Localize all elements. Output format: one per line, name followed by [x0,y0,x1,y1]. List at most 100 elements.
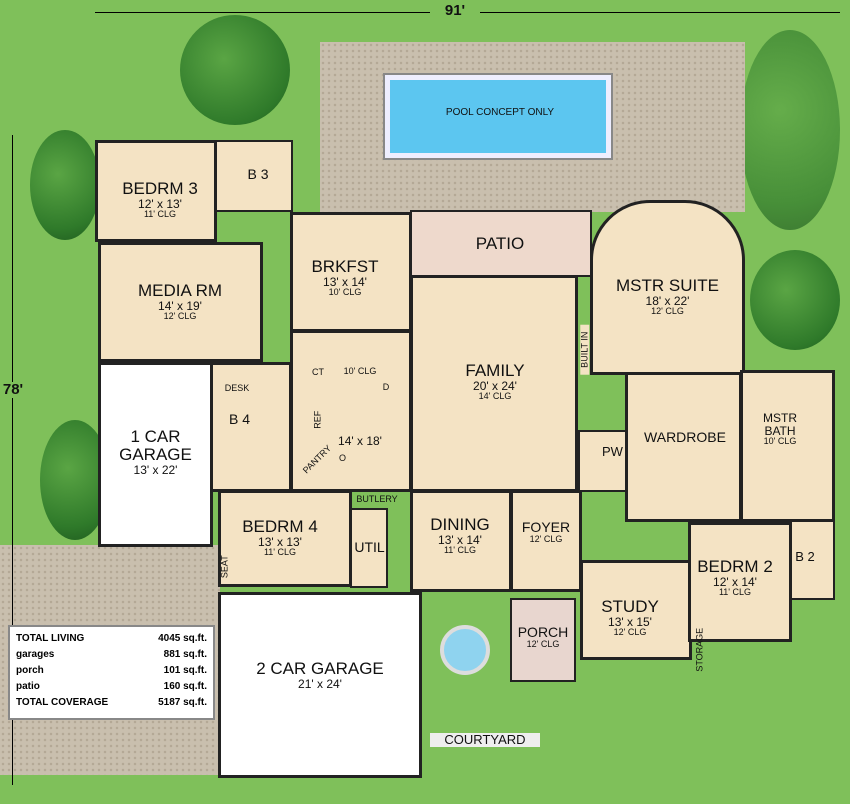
room-size: 13' x 14' [323,274,367,289]
room-ceiling: 11' CLG [263,547,297,558]
area-label: TOTAL LIVING [16,633,85,644]
area-value: 160 sq.ft. [163,681,207,692]
room-bedrm2 [688,522,792,642]
label-kitchen-clg: 10' CLG [343,366,377,376]
room-size: 13' x 15' [608,614,652,629]
room-name: FOYER [521,519,571,535]
depth-dimension-line [12,135,13,785]
room-name: 1 CAR GARAGE [119,427,192,464]
room-ceiling: 14' CLG [478,391,512,402]
room-size: 20' x 24' [473,378,517,393]
room-ceiling: 12' CLG [163,311,197,322]
label-storage: STORAGE [694,627,705,672]
room-porch [510,598,576,682]
room-ceiling: 11' CLG [718,587,752,598]
room-wardrobe [625,372,742,522]
depth-dimension: 78' [0,382,26,398]
label-patio: PATIO [475,234,525,253]
room-patio [410,210,592,277]
label-kitchen-size: 14' x 18' [338,434,382,448]
room-util [350,508,388,588]
room-ceiling: 10' CLG [328,287,362,298]
room-ceiling: 11' CLG [443,545,477,556]
room-ceiling: 10' CLG [763,436,797,447]
room-name: BEDRM 4 [242,517,318,536]
room-ceiling: 11' CLG [143,209,177,220]
label-b4: B 4 [228,411,250,427]
room-name: MEDIA RM [137,281,223,300]
room-ceiling: 12' CLG [526,638,560,649]
room-bedrm3 [95,140,217,242]
room-size: 21' x 24' [298,676,342,691]
area-row-patio: patio 160 sq.ft. [16,681,207,692]
pool-label: POOL CONCEPT ONLY [445,107,555,118]
room-name: MSTR BATH [763,411,797,438]
label-seat: SEAT [219,555,230,579]
label-pw: PW [602,444,623,459]
label-o: O [338,453,346,463]
room-size: 18' x 22' [645,293,690,308]
area-row-porch: porch 101 sq.ft. [16,665,207,676]
label-ct: CT [312,367,324,377]
room-b3 [215,140,293,212]
label-b2: B 2 [795,549,815,564]
label-wardrobe: WARDROBE [644,429,726,445]
label-b3: B 3 [247,166,269,182]
room-name: FAMILY [465,361,525,380]
area-value: 101 sq.ft. [163,665,207,676]
label-d: D [382,382,390,392]
area-row-total-living: TOTAL LIVING 4045 sq.ft. [16,633,207,644]
label-courtyard: COURTYARD [430,733,540,747]
tree [180,15,290,125]
room-name: BEDRM 2 [697,557,773,576]
room-media [98,242,263,362]
room-hall-west [210,362,292,492]
tree [30,130,100,240]
tree [750,250,840,350]
courtyard-fountain [440,625,490,675]
room-name: MSTR SUITE [616,276,719,295]
label-desk: DESK [224,383,250,393]
label-butlery: BUTLERY [356,494,398,504]
room-name: BEDRM 3 [122,179,198,198]
area-label: porch [16,665,44,676]
room-mstr [590,200,745,375]
area-value: 4045 sq.ft. [158,633,207,644]
room-pw [578,430,627,492]
room-name: PORCH [517,624,569,640]
tree [740,30,840,230]
room-size: 13' x 14' [438,532,482,547]
room-name: BRKFST [311,257,379,276]
room-name: STUDY [601,597,659,616]
room-family [410,275,578,492]
room-mbath [740,370,835,522]
room-size: 12' x 14' [713,574,757,589]
room-b2 [790,520,835,600]
room-ceiling: 12' CLG [613,627,647,638]
area-label: patio [16,681,40,692]
room-size: 12' x 13' [138,196,182,211]
room-garage1 [98,362,213,547]
room-size: 13' x 13' [258,534,302,549]
room-garage2 [218,592,422,778]
label-util: UTIL [354,539,385,555]
area-value: 881 sq.ft. [163,649,207,660]
label-ref: REF [312,410,323,429]
room-size: 14' x 19' [158,298,202,313]
room-name: 2 CAR GARAGE [256,659,384,678]
